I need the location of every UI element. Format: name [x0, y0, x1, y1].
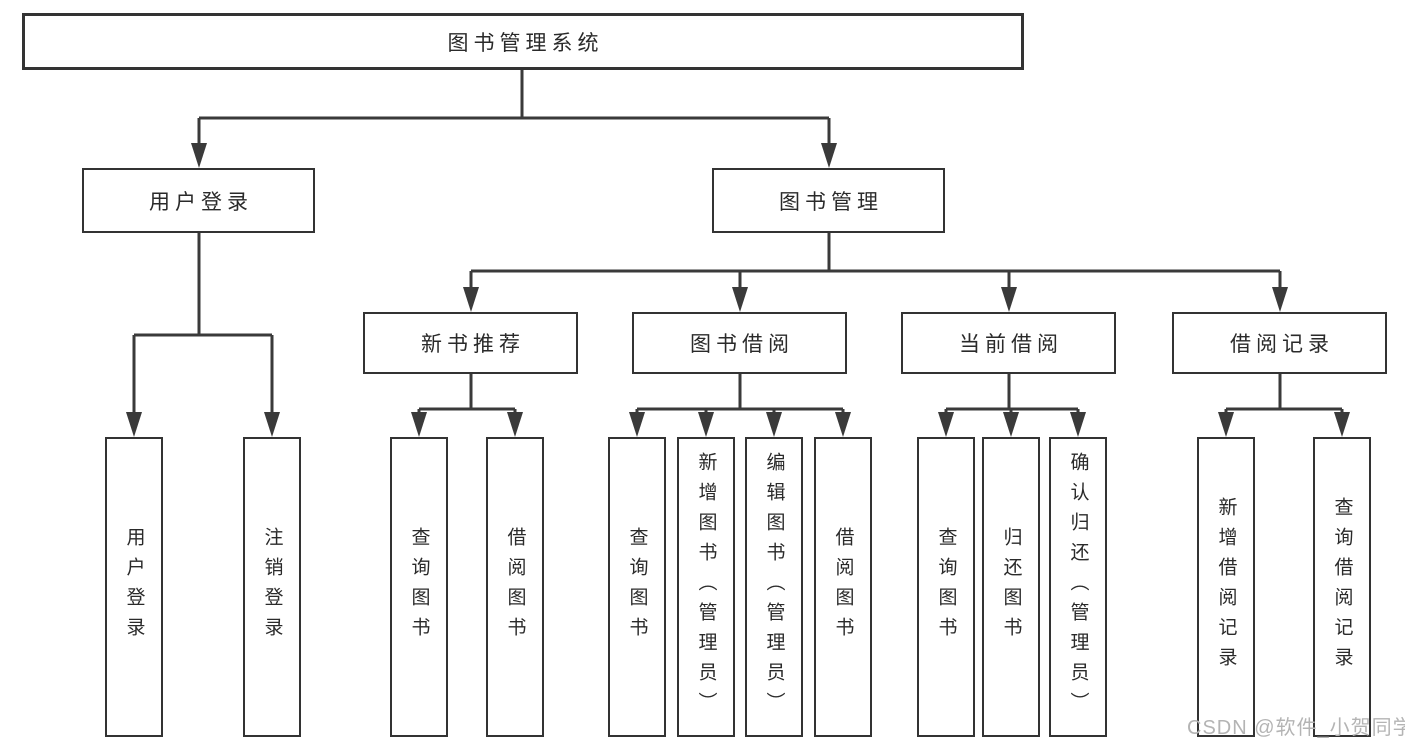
leaf-borrow-books: 借阅图书 [814, 437, 872, 737]
leaf-query-books-current: 查询图书 [917, 437, 975, 737]
leaf-return-books: 归还图书 [982, 437, 1040, 737]
node-label: 注销登录 [261, 527, 283, 647]
node-label: 新书推荐 [421, 333, 525, 356]
leaf-query-books-recommend: 查询图书 [390, 437, 448, 737]
node-label: 借阅记录 [1230, 333, 1334, 356]
node-root-system: 图书管理系统 [22, 13, 1024, 70]
node-label: 查询图书 [408, 527, 430, 647]
node-book-management-branch: 图书管理 [712, 168, 945, 233]
node-label: 借阅图书 [504, 527, 526, 647]
node-user-login-branch: 用户登录 [82, 168, 315, 233]
node-label: 借阅图书 [832, 527, 854, 647]
node-current-borrowing: 当前借阅 [901, 312, 1116, 374]
node-borrowing-records: 借阅记录 [1172, 312, 1387, 374]
node-label: 新增借阅记录 [1215, 497, 1237, 677]
node-label: 新增图书（管理员） [695, 452, 717, 722]
leaf-confirm-return-admin: 确认归还（管理员） [1049, 437, 1107, 737]
node-label: 编辑图书（管理员） [763, 452, 785, 722]
leaf-query-borrow-record: 查询借阅记录 [1313, 437, 1371, 737]
leaf-query-books-borrow: 查询图书 [608, 437, 666, 737]
node-label: 查询图书 [626, 527, 648, 647]
leaf-add-borrow-record: 新增借阅记录 [1197, 437, 1255, 737]
node-label: 用户登录 [149, 190, 253, 214]
leaf-add-books-admin: 新增图书（管理员） [677, 437, 735, 737]
node-label: 确认归还（管理员） [1067, 452, 1089, 722]
node-label: 图书管理系统 [447, 31, 604, 55]
leaf-user-login: 用户登录 [105, 437, 163, 737]
node-book-borrowing: 图书借阅 [632, 312, 847, 374]
node-label: 当前借阅 [959, 333, 1063, 356]
leaf-logout: 注销登录 [243, 437, 301, 737]
leaf-edit-books-admin: 编辑图书（管理员） [745, 437, 803, 737]
node-label: 查询图书 [935, 527, 957, 647]
node-label: 查询借阅记录 [1331, 497, 1353, 677]
node-label: 归还图书 [1000, 527, 1022, 647]
csdn-watermark: CSDN @软件_小贺同学 [1187, 717, 1405, 739]
node-new-book-recommend: 新书推荐 [363, 312, 578, 374]
leaf-borrow-books-recommend: 借阅图书 [486, 437, 544, 737]
node-label: 图书管理 [779, 190, 883, 214]
node-label: 图书借阅 [690, 333, 794, 356]
node-label: 用户登录 [123, 527, 145, 647]
